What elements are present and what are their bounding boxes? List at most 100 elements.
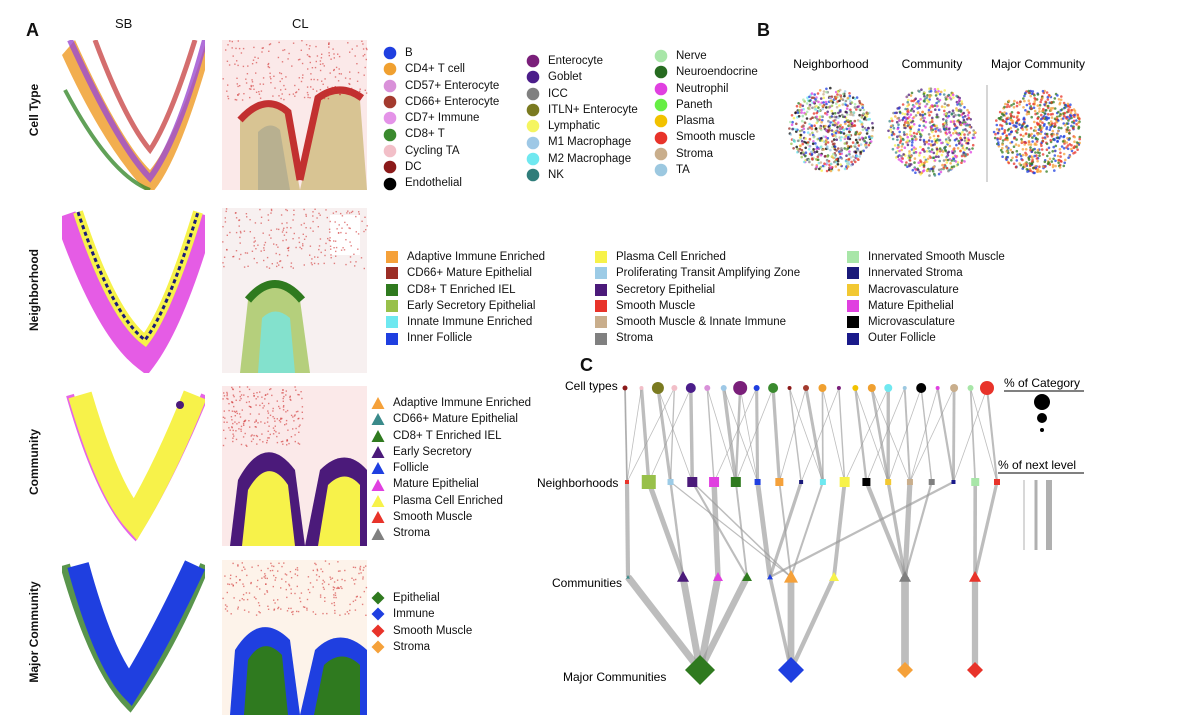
- umap-point: [992, 130, 996, 134]
- umap-point: [1072, 146, 1076, 149]
- noise-dot: [255, 434, 258, 437]
- noise-dot: [248, 388, 251, 391]
- noise-dot: [266, 439, 268, 442]
- umap-point: [922, 164, 926, 167]
- noise-dot: [279, 260, 282, 262]
- umap-point: [945, 123, 948, 126]
- legend-label: Goblet: [548, 71, 582, 84]
- square-node-icon: [906, 479, 913, 485]
- umap-point: [942, 93, 946, 96]
- noise-dot: [232, 422, 234, 425]
- umap-point: [1043, 160, 1047, 164]
- hierarchy-edge: [689, 387, 695, 483]
- noise-dot: [277, 606, 280, 609]
- noise-dot: [363, 566, 365, 569]
- noise-dot: [249, 426, 251, 428]
- noise-dot: [288, 585, 291, 587]
- legend-label: Enterocyte: [548, 55, 603, 67]
- umap-point: [950, 112, 954, 115]
- umap-point: [969, 150, 973, 154]
- umap-point: [849, 145, 853, 148]
- legend-label: CD66+ Enterocyte: [405, 95, 500, 108]
- noise-dot: [282, 406, 285, 408]
- umap-point: [802, 160, 806, 164]
- noise-dot: [328, 54, 330, 57]
- umap-point: [933, 88, 937, 91]
- umap-point: [811, 131, 814, 135]
- umap-point: [937, 172, 941, 176]
- noise-dot: [261, 51, 263, 53]
- noise-dot: [295, 246, 297, 249]
- umap-point: [1053, 107, 1057, 110]
- noise-dot: [319, 60, 322, 62]
- noise-dot: [347, 210, 349, 212]
- noise-dot: [236, 412, 238, 415]
- noise-dot: [345, 232, 347, 234]
- noise-dot: [272, 416, 274, 418]
- noise-dot: [282, 397, 284, 400]
- noise-dot: [324, 597, 326, 599]
- umap-point: [939, 170, 943, 174]
- hierarchy-edge: [909, 387, 955, 483]
- umap-point: [1024, 109, 1027, 112]
- noise-dot: [294, 573, 296, 575]
- noise-dot: [267, 63, 269, 66]
- noise-dot: [356, 63, 358, 65]
- umap-point: [1063, 161, 1066, 165]
- umap-point: [839, 131, 842, 135]
- umap-point: [1062, 114, 1066, 118]
- umap-point: [1045, 132, 1049, 136]
- umap-point: [900, 145, 904, 148]
- noise-dot: [232, 433, 234, 435]
- legend-entry: DC: [383, 159, 499, 175]
- noise-dot: [361, 603, 364, 606]
- hierarchy-edge: [800, 387, 840, 483]
- umap-point: [897, 123, 900, 126]
- noise-dot: [306, 607, 308, 609]
- umap-point: [789, 133, 793, 136]
- noise-dot: [226, 393, 228, 395]
- umap-point: [947, 114, 951, 118]
- umap-point: [871, 126, 875, 129]
- umap-point: [948, 138, 951, 142]
- noise-dot: [260, 569, 262, 572]
- noise-dot: [248, 88, 251, 90]
- umap-point: [819, 97, 823, 100]
- legend-label: CD8+ T Enriched IEL: [393, 429, 502, 442]
- noise-dot: [294, 84, 296, 87]
- umap-point: [815, 111, 819, 115]
- tile-sb-neighborhood: [62, 208, 205, 373]
- noise-dot: [255, 420, 257, 422]
- noise-dot: [322, 586, 325, 589]
- noise-dot: [251, 250, 254, 252]
- noise-dot: [318, 212, 320, 215]
- umap-point: [948, 110, 951, 114]
- umap-point: [922, 138, 926, 142]
- noise-dot: [278, 419, 281, 422]
- noise-dot: [295, 91, 298, 93]
- legend-label: TA: [676, 164, 690, 177]
- umap-point: [843, 147, 846, 150]
- umap-point: [1024, 132, 1028, 135]
- umap-point: [805, 117, 809, 120]
- umap-point: [853, 119, 857, 123]
- umap-point: [850, 101, 854, 104]
- noise-dot: [337, 586, 339, 589]
- legend-label: Plasma: [676, 115, 715, 128]
- noise-dot: [238, 225, 240, 227]
- legend-entry: Secretory Epithelial: [594, 282, 800, 298]
- legend-entry: CD8+ T: [383, 126, 499, 142]
- umap-point: [861, 128, 865, 131]
- umap-point: [845, 111, 849, 114]
- noise-dot: [329, 220, 331, 223]
- noise-dot: [271, 569, 274, 572]
- umap-point: [814, 158, 818, 161]
- umap-point: [1070, 144, 1073, 147]
- umap-point: [1056, 136, 1059, 139]
- umap-point: [912, 123, 916, 126]
- noise-dot: [297, 418, 299, 420]
- noise-dot: [231, 426, 233, 428]
- umap-point: [1073, 140, 1076, 143]
- noise-dot: [261, 47, 263, 49]
